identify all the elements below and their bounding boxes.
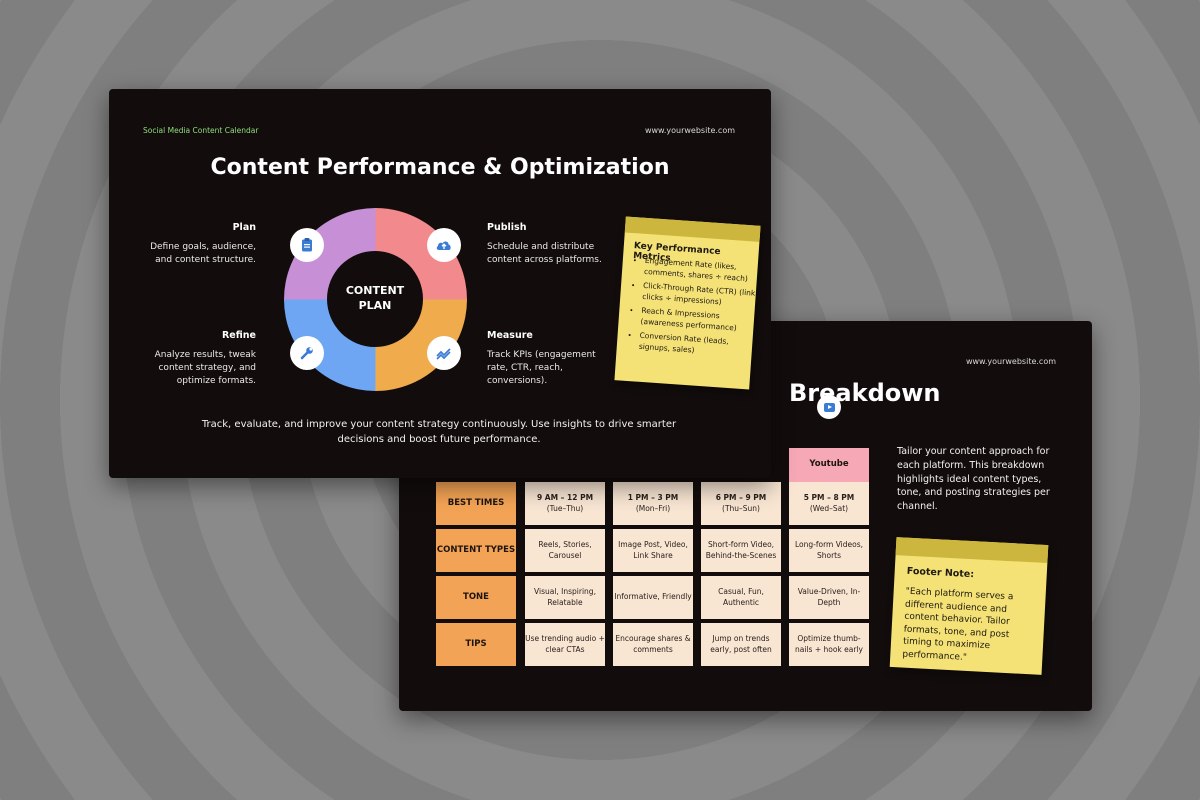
metric-item: Conversion Rate (leads, signups, sales) (638, 331, 757, 360)
content-types-cell: Image Post, Video, Link Share (613, 529, 693, 572)
day-range: (Thu–Sun) (722, 503, 760, 513)
website-url: www.yourwebsite.com (965, 357, 1056, 366)
day-range: (Mon–Fri) (635, 503, 671, 513)
best-time-cell: 6 PM – 9 PM (Thu–Sun) (701, 482, 781, 525)
step-title: Refine (221, 330, 256, 341)
step-refine: Refine Analyze results, tweak content st… (141, 329, 256, 388)
youtube-header: Youtube (789, 448, 869, 482)
step-title: Publish (487, 222, 527, 233)
website-url: www.yourwebsite.com (644, 126, 735, 135)
slide-footer-text: Track, evaluate, and improve your conten… (201, 419, 677, 445)
time-range: 5 PM – 8 PM (803, 493, 855, 503)
time-range: 1 PM – 3 PM (627, 493, 679, 503)
time-range: 6 PM – 9 PM (715, 493, 767, 503)
tape-strip (895, 537, 1049, 564)
footer-note-sticky: Footer Note: "Each platform serves a dif… (889, 537, 1049, 675)
content-types-cell: Short-form Video, Behind-the-Scenes (701, 529, 781, 572)
content-plan-cycle: CONTENT PLAN (284, 208, 467, 391)
tips-cell: Encourage shares & comments (613, 623, 693, 666)
footer-note-text: "Each platform serves a different audien… (902, 586, 1014, 663)
row-header-best-times: BEST TIMES (436, 482, 516, 525)
row-header-tone: TONE (436, 576, 516, 619)
tips-cell: Jump on trends early, post often (701, 623, 781, 666)
row-header-tips: TIPS (436, 623, 516, 666)
tape-strip (624, 216, 761, 242)
clipboard-icon (290, 228, 324, 262)
step-text: Analyze results, tweak content strategy,… (154, 349, 256, 386)
tone-cell: Casual, Fun, Authentic (701, 576, 781, 619)
cloud-upload-icon (427, 228, 461, 262)
content-types-cell: Reels, Stories, Carousel (525, 529, 605, 572)
day-range: (Wed–Sat) (809, 503, 849, 513)
youtube-icon (817, 395, 841, 419)
step-plan: Plan Define goals, audience, and content… (141, 221, 256, 267)
step-text: Track KPIs (engagement rate, CTR, reach,… (487, 349, 596, 386)
time-range: 9 AM – 12 PM (536, 493, 594, 503)
slide-title: Content Performance & Optimization (210, 155, 670, 180)
metric-item: Click-Through Rate (CTR) (link clicks ÷ … (642, 281, 761, 310)
row-header-content-types: CONTENT TYPES (436, 529, 516, 572)
brand-label: Social Media Content Calendar (143, 126, 259, 135)
metric-item: Reach & Impressions (awareness performan… (640, 306, 759, 335)
center-label-line-1: CONTENT (345, 284, 405, 298)
tips-cell: Use trending audio + clear CTAs (525, 623, 605, 666)
best-time-cell: 1 PM – 3 PM (Mon–Fri) (613, 482, 693, 525)
wrench-icon (290, 336, 324, 370)
tone-cell: Informative, Friendly (613, 576, 693, 619)
step-measure: Measure Track KPIs (engagement rate, CTR… (487, 329, 602, 388)
platform-description: Tailor your content approach for each pl… (897, 446, 1050, 513)
tone-cell: Visual, Inspiring, Relatable (525, 576, 605, 619)
tone-cell: Value-Driven, In-Depth (789, 576, 869, 619)
footer-note-heading: Footer Note: (906, 565, 975, 581)
content-performance-slide: Social Media Content Calendar www.yourwe… (109, 89, 771, 478)
best-time-cell: 9 AM – 12 PM (Tue–Thu) (525, 482, 605, 525)
tips-cell: Optimize thumb-nails + hook early (789, 623, 869, 666)
trend-chart-icon (427, 336, 461, 370)
metrics-sticky-note: Key Performance Metrics Engagement Rate … (614, 216, 763, 390)
center-label-line-2: PLAN (358, 299, 392, 312)
step-text: Schedule and distribute content across p… (487, 241, 602, 265)
step-publish: Publish Schedule and distribute content … (487, 221, 602, 267)
best-time-cell: 5 PM – 8 PM (Wed–Sat) (789, 482, 869, 525)
step-title: Measure (487, 330, 533, 341)
cycle-center: CONTENT PLAN (327, 251, 423, 347)
content-types-cell: Long-form Videos, Shorts (789, 529, 869, 572)
slide-title: Breakdown (789, 379, 941, 407)
step-text: Define goals, audience, and content stru… (150, 241, 256, 265)
day-range: (Tue–Thu) (546, 503, 584, 513)
step-title: Plan (232, 222, 256, 233)
metrics-list: Engagement Rate (likes, comments, shares… (626, 255, 763, 364)
